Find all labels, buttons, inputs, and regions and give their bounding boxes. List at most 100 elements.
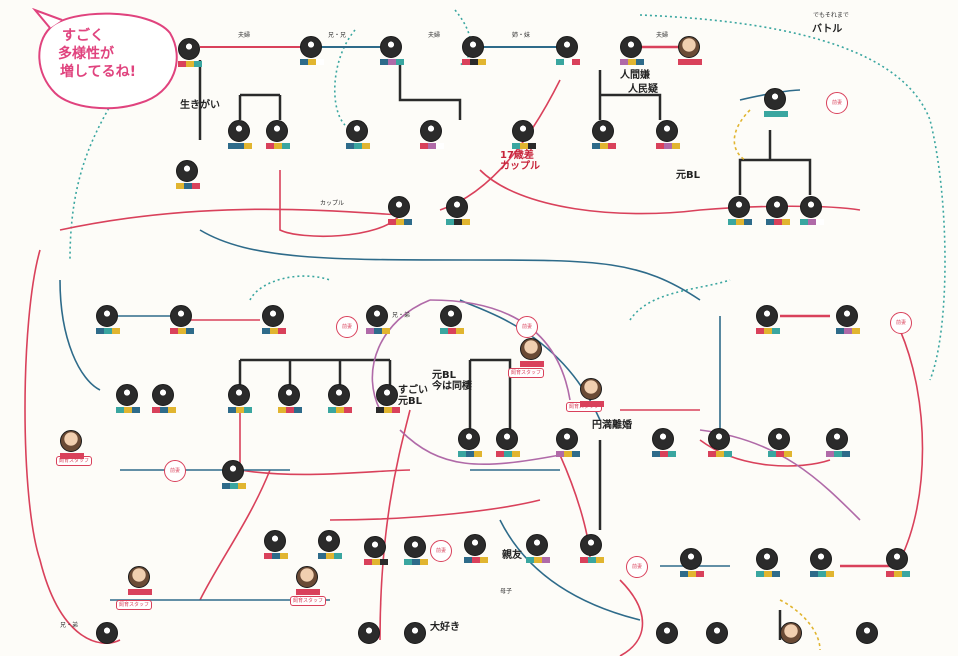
penguin-node (440, 305, 464, 334)
dashed-link (733, 109, 751, 161)
caption-cohabiting: 元BL 今は同棲 (432, 370, 472, 392)
keeper-node (580, 378, 604, 407)
penguin-node (358, 622, 382, 644)
caption-former-bl: 元BL (676, 170, 700, 181)
staff-label: 飼育スタッフ (508, 368, 545, 378)
caption-best-friend: 親友 (502, 550, 522, 561)
stamp-former-wife: 前妻 (336, 316, 358, 338)
penguin-node (404, 622, 428, 644)
family-link (738, 130, 812, 195)
penguin-node (728, 196, 752, 225)
penguin-node (556, 428, 580, 457)
keeper-node (520, 338, 544, 367)
family-link (598, 70, 662, 120)
caption-fufu: 夫婦 (238, 32, 251, 39)
purple-link (399, 429, 561, 465)
penguin-node (800, 196, 824, 225)
penguin-node (764, 88, 788, 117)
penguin-node (766, 196, 790, 225)
red-link (619, 579, 644, 656)
penguin-node (768, 428, 792, 457)
penguin-node (680, 548, 704, 577)
keeper-node (678, 36, 702, 65)
caption-brothers: 兄・弟 (392, 312, 411, 319)
penguin-node (652, 428, 676, 457)
penguin-node (886, 548, 910, 577)
penguin-node (300, 36, 324, 65)
family-link (238, 358, 392, 385)
family-link (238, 93, 282, 120)
speech-bubble-shape (32, 8, 178, 110)
red-link (239, 410, 411, 476)
penguin-node (526, 534, 550, 563)
bubble-line-1: すごく (62, 28, 104, 44)
caption-battle-sub: でもそれまで (813, 12, 849, 19)
penguin-node (592, 120, 616, 149)
penguin-node (366, 305, 390, 334)
penguin-node (462, 36, 486, 65)
penguin-node (178, 38, 202, 67)
staff-label: 飼育スタッフ (116, 600, 153, 610)
red-link (379, 409, 411, 641)
caption-couple: カップル (320, 200, 345, 207)
family-link (398, 65, 462, 120)
penguin-node (404, 536, 428, 565)
red-link (329, 499, 541, 521)
caption-17-year-couple: 17歳差 カップル (500, 150, 540, 172)
penguin-node (464, 534, 488, 563)
penguin-node (656, 120, 680, 149)
penguin-node (380, 36, 404, 65)
caption-daisuki: 大好き (430, 622, 460, 633)
penguin-node (620, 36, 644, 65)
penguin-node (756, 548, 780, 577)
purple-link (371, 299, 431, 411)
penguin-node (266, 120, 290, 149)
penguin-node (328, 384, 352, 413)
caption-brothers: 兄・弟 (60, 622, 79, 629)
family-link (468, 358, 512, 430)
penguin-node (496, 428, 520, 457)
penguin-node (580, 534, 604, 563)
keeper-node (128, 566, 152, 595)
penguin-node (264, 530, 288, 559)
penguin-node (116, 384, 140, 413)
caption-battle: バトル (812, 24, 843, 35)
caption-human-doubt: 人民疑 (628, 84, 658, 95)
red-link (24, 249, 121, 644)
caption-fufu: 夫婦 (428, 32, 441, 39)
blue-link (59, 279, 101, 391)
penguin-node (152, 384, 176, 413)
dashed-link (779, 599, 821, 651)
blue-link (199, 229, 701, 301)
caption-siblings: 兄・兄 (328, 32, 347, 39)
red-link (199, 469, 271, 601)
dotted-link (333, 29, 356, 126)
dotted-link (69, 39, 151, 261)
dotted-link (249, 275, 331, 301)
penguin-node (446, 196, 470, 225)
penguin-node (222, 460, 246, 489)
stamp-former-wife: 前妻 (826, 92, 848, 114)
penguin-node (826, 428, 850, 457)
caption-amicable-divorce: 円満離婚 (592, 420, 632, 431)
penguin-node (96, 622, 120, 644)
caption-mother-child: 母子 (500, 588, 513, 595)
bubble-line-2: 多様性が (58, 46, 114, 62)
penguin-node (228, 120, 252, 149)
stamp-former-wife: 前妻 (890, 312, 912, 334)
red-link (899, 329, 924, 561)
penguin-node (656, 622, 680, 644)
penguin-node (512, 120, 536, 149)
penguin-node (96, 305, 120, 334)
penguin-node (810, 548, 834, 577)
penguin-node (556, 36, 580, 65)
penguin-node (756, 305, 780, 334)
stamp-former-wife: 前妻 (516, 316, 538, 338)
penguin-node (170, 305, 194, 334)
staff-label: 飼育スタッフ (290, 596, 327, 606)
penguin-node (346, 120, 370, 149)
bubble-line-3: 増してるね! (60, 64, 136, 80)
penguin-node (278, 384, 302, 413)
keeper-node (780, 622, 804, 644)
